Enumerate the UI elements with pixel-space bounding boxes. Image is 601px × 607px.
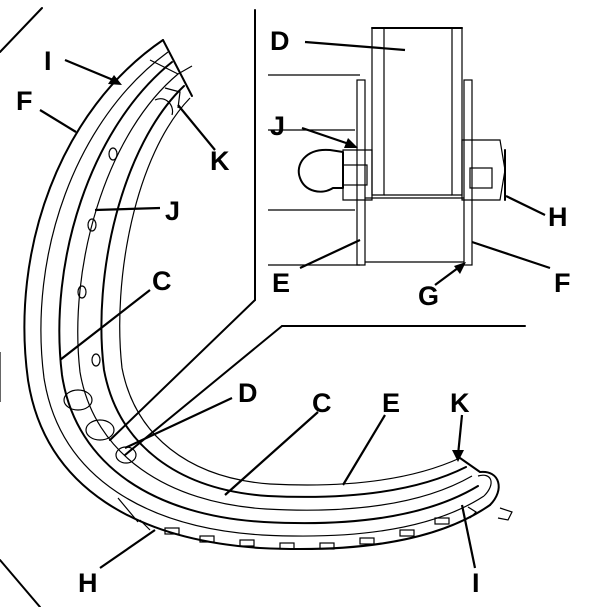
label-j-arc: J xyxy=(165,196,180,226)
leader-lines xyxy=(39,40,551,569)
label-d-inset: D xyxy=(270,26,290,56)
curved-rail xyxy=(23,39,513,551)
cross-section-inset xyxy=(268,27,506,266)
part-labels: I F K J C D C E K H I D J H E G F xyxy=(16,26,571,598)
label-e-bottom: E xyxy=(382,388,400,418)
label-f-left: F xyxy=(16,86,33,116)
label-c-bottom: C xyxy=(312,388,332,418)
label-h-inset: H xyxy=(548,202,568,232)
label-h-bottom: H xyxy=(78,568,98,598)
label-g-inset: G xyxy=(418,281,439,311)
label-f-inset: F xyxy=(554,268,571,298)
label-i-top: I xyxy=(44,46,52,76)
label-k-right: K xyxy=(450,388,470,418)
label-e-inset: E xyxy=(272,268,290,298)
label-i-bottom: I xyxy=(472,568,480,598)
frame-lines xyxy=(0,7,526,607)
label-j-inset: J xyxy=(270,111,285,141)
label-c-inner: C xyxy=(152,266,172,296)
label-d-callout: D xyxy=(238,378,258,408)
label-k-top: K xyxy=(210,146,230,176)
